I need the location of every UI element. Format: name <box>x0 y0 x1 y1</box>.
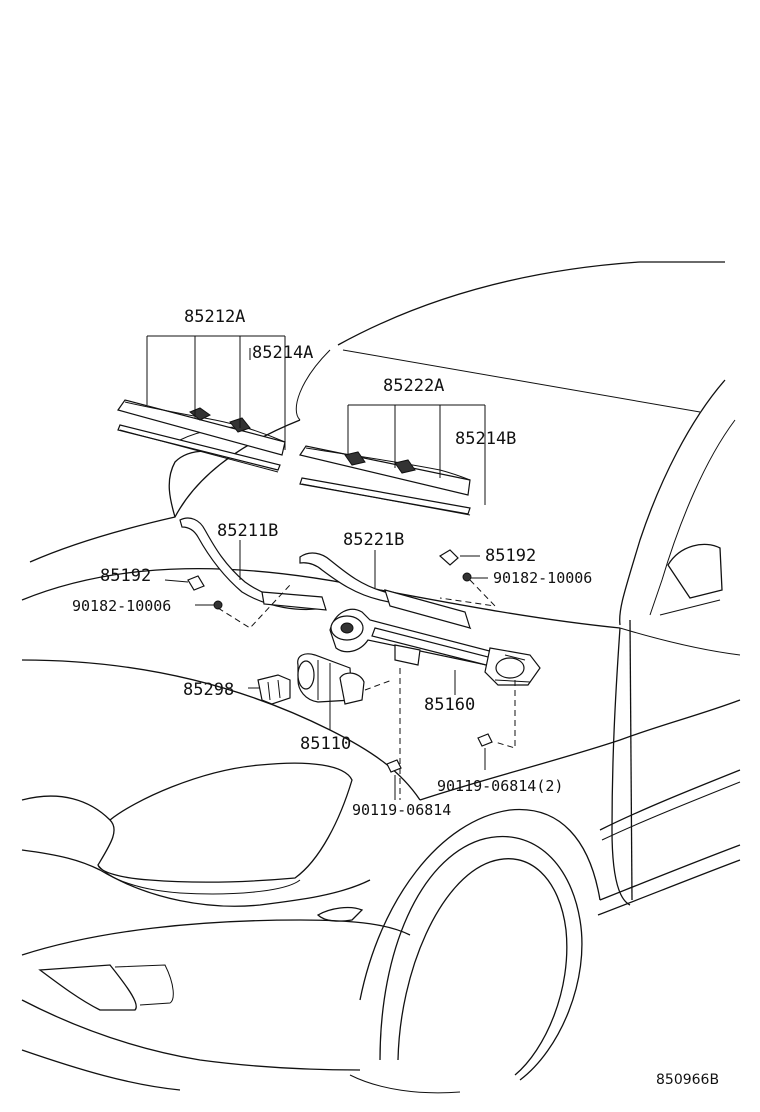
figure-code: 850966B <box>656 1072 719 1088</box>
label-85214B: 85214B <box>455 429 516 449</box>
wiper-arm-left <box>179 517 327 611</box>
label-85160: 85160 <box>424 695 475 715</box>
label-85214A: 85214A <box>252 343 313 363</box>
label-85211B: 85211B <box>217 521 278 541</box>
label-85192-left: 85192 <box>100 566 151 586</box>
wiper-link-assembly <box>329 608 541 686</box>
bolt-center <box>386 759 402 773</box>
pivot-caps-and-nuts <box>187 549 493 773</box>
leader-lines <box>146 335 516 800</box>
label-90182-left: 90182-10006 <box>72 597 171 615</box>
pivot-cap-right <box>438 549 459 566</box>
label-85222A: 85222A <box>383 376 444 396</box>
label-85298: 85298 <box>183 680 234 700</box>
pivot-cap-left <box>187 575 205 591</box>
car-body-outline <box>21 261 741 1094</box>
label-90182-right: 90182-10006 <box>493 569 592 587</box>
label-85192-right: 85192 <box>485 546 536 566</box>
label-85212A: 85212A <box>184 307 245 327</box>
wiper-blade-assembly-a <box>117 399 286 473</box>
label-85110: 85110 <box>300 734 351 754</box>
wiper-arm-right <box>299 552 472 630</box>
nut-left <box>213 600 223 610</box>
label-90119: 90119-06814 <box>352 801 451 819</box>
label-90119-qty2: 90119-06814(2) <box>437 777 563 795</box>
part-labels: 85212A 85214A 85222A 85214B 85211B 85221… <box>72 307 719 1088</box>
bolt-right <box>477 733 493 747</box>
motor-bracket-85298 <box>257 674 291 705</box>
wiper-motor <box>297 653 365 705</box>
wiper-blade-assembly-b <box>299 445 471 516</box>
label-85221B: 85221B <box>343 530 404 550</box>
nut-right <box>462 572 472 582</box>
